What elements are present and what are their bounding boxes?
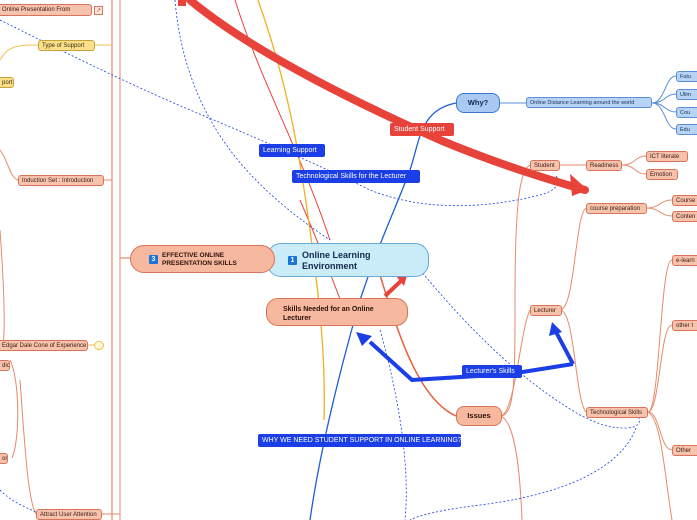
online-presentation-node[interactable]: Online Presentation From — [0, 4, 92, 16]
on-node[interactable]: on — [0, 453, 8, 464]
why-topic[interactable]: Why? — [456, 93, 500, 113]
learning-support-label[interactable]: Learning Support — [259, 144, 325, 157]
skills-line2: Lecturer — [283, 315, 312, 322]
effective-line1: EFFECTIVE ONLINE — [162, 252, 225, 259]
effective-presentation-topic[interactable]: 3 EFFECTIVE ONLINE PRESENTATION SKILLS — [130, 245, 275, 273]
type-of-support-node[interactable]: Type of Support — [38, 40, 95, 51]
student-support-label[interactable]: Student Support — [390, 123, 454, 136]
effective-badge: 3 — [149, 255, 158, 264]
technological-skills-node[interactable]: Technological Skills — [586, 407, 648, 418]
why-leaf-3[interactable]: Cou — [676, 107, 697, 118]
why-leaf-2[interactable]: Ulim — [676, 89, 697, 100]
port-node[interactable]: port — [0, 77, 14, 88]
skills-line1: Skills Needed for an Online — [283, 306, 374, 313]
course-preparation-node[interactable]: course preparation — [586, 203, 647, 214]
central-title-line2: Environment — [302, 261, 358, 271]
induction-set-node[interactable]: Induction Set : Introduction — [18, 175, 104, 186]
content-node[interactable]: Conten — [672, 211, 697, 222]
tech-skills-lecturer-label[interactable]: Technological Skills for the Lecturer — [292, 170, 420, 183]
why-leaf-4[interactable]: Edu — [676, 124, 697, 135]
central-badge: 1 — [288, 256, 297, 265]
other-node-2[interactable]: Other — [672, 445, 697, 456]
e-learn-node[interactable]: e-learn — [672, 255, 697, 266]
other-node-1[interactable]: other I — [672, 320, 697, 331]
effective-line2: PRESENTATION SKILLS — [162, 260, 237, 267]
skills-needed-topic[interactable]: Skills Needed for an Online Lecturer — [266, 298, 408, 326]
issues-topic[interactable]: Issues — [456, 406, 502, 426]
why-child[interactable]: Online Distance Learning around the worl… — [526, 97, 652, 108]
why-leaf-1[interactable]: Futu — [676, 71, 697, 82]
emotion-node[interactable]: Emotion — [646, 169, 678, 180]
ict-literate-node[interactable]: ICT literate — [646, 151, 688, 162]
readiness-node[interactable]: Readiness — [586, 160, 622, 171]
lecturers-skills-label[interactable]: Lecturer's Skills — [462, 365, 522, 378]
lecturer-node[interactable]: Lecturer — [530, 305, 562, 316]
course-node[interactable]: Course — [672, 195, 697, 206]
student-node[interactable]: Student — [530, 160, 560, 171]
attract-user-attention-node[interactable]: Attract User Attention — [36, 509, 102, 520]
collapse-toggle-icon[interactable] — [94, 341, 104, 350]
note-icon[interactable]: ↗ — [94, 6, 103, 15]
central-title-line1: Online Learning — [302, 250, 371, 260]
why-student-support-label[interactable]: WHY WE NEED STUDENT SUPPORT IN ONLINE LE… — [258, 434, 461, 447]
dio-node[interactable]: dio — [0, 360, 10, 371]
edgar-dale-node[interactable]: Edgar Dale Cone of Experience — [0, 340, 88, 351]
central-topic[interactable]: 1 Online Learning Environment — [267, 243, 429, 277]
